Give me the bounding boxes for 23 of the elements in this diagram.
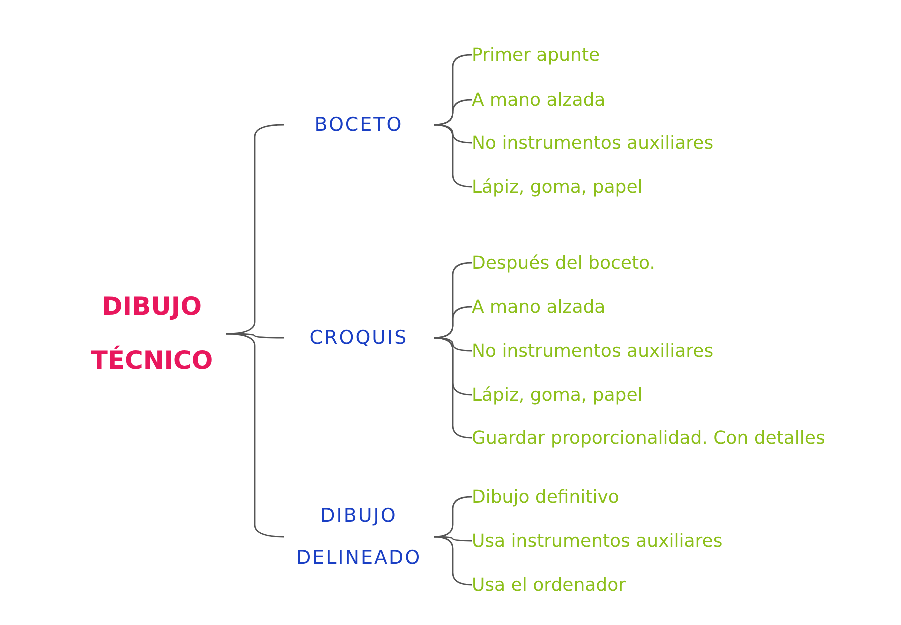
brace-connector	[434, 99, 472, 126]
item-text: Después del boceto.	[472, 248, 656, 278]
category-label: DIBUJO DELINEADO	[284, 495, 434, 579]
item-text: Guardar proporcionalidad. Con detalles	[472, 423, 826, 453]
item-text: Primer apunte	[472, 40, 600, 70]
main-topic: DIBUJO TÉCNICO	[78, 280, 226, 388]
category-label: CROQUIS	[284, 323, 434, 353]
brace-connector	[434, 536, 472, 586]
item-text: Usa instrumentos auxiliares	[472, 526, 723, 556]
brace-connector	[434, 337, 472, 439]
item-text: No instrumentos auxiliares	[472, 336, 714, 366]
brace-connector	[226, 333, 284, 538]
item-text: Dibujo definitivo	[472, 482, 620, 512]
item-text: A mano alzada	[472, 292, 606, 322]
item-text: Lápiz, goma, papel	[472, 172, 643, 202]
brace-connector	[434, 306, 472, 339]
item-text: Usa el ordenador	[472, 570, 626, 600]
category-label: BOCETO	[284, 110, 434, 140]
item-text: No instrumentos auxiliares	[472, 128, 714, 158]
brace-connector	[434, 496, 472, 538]
item-text: A mano alzada	[472, 85, 606, 115]
brace-connector	[434, 124, 472, 188]
item-text: Lápiz, goma, papel	[472, 380, 643, 410]
